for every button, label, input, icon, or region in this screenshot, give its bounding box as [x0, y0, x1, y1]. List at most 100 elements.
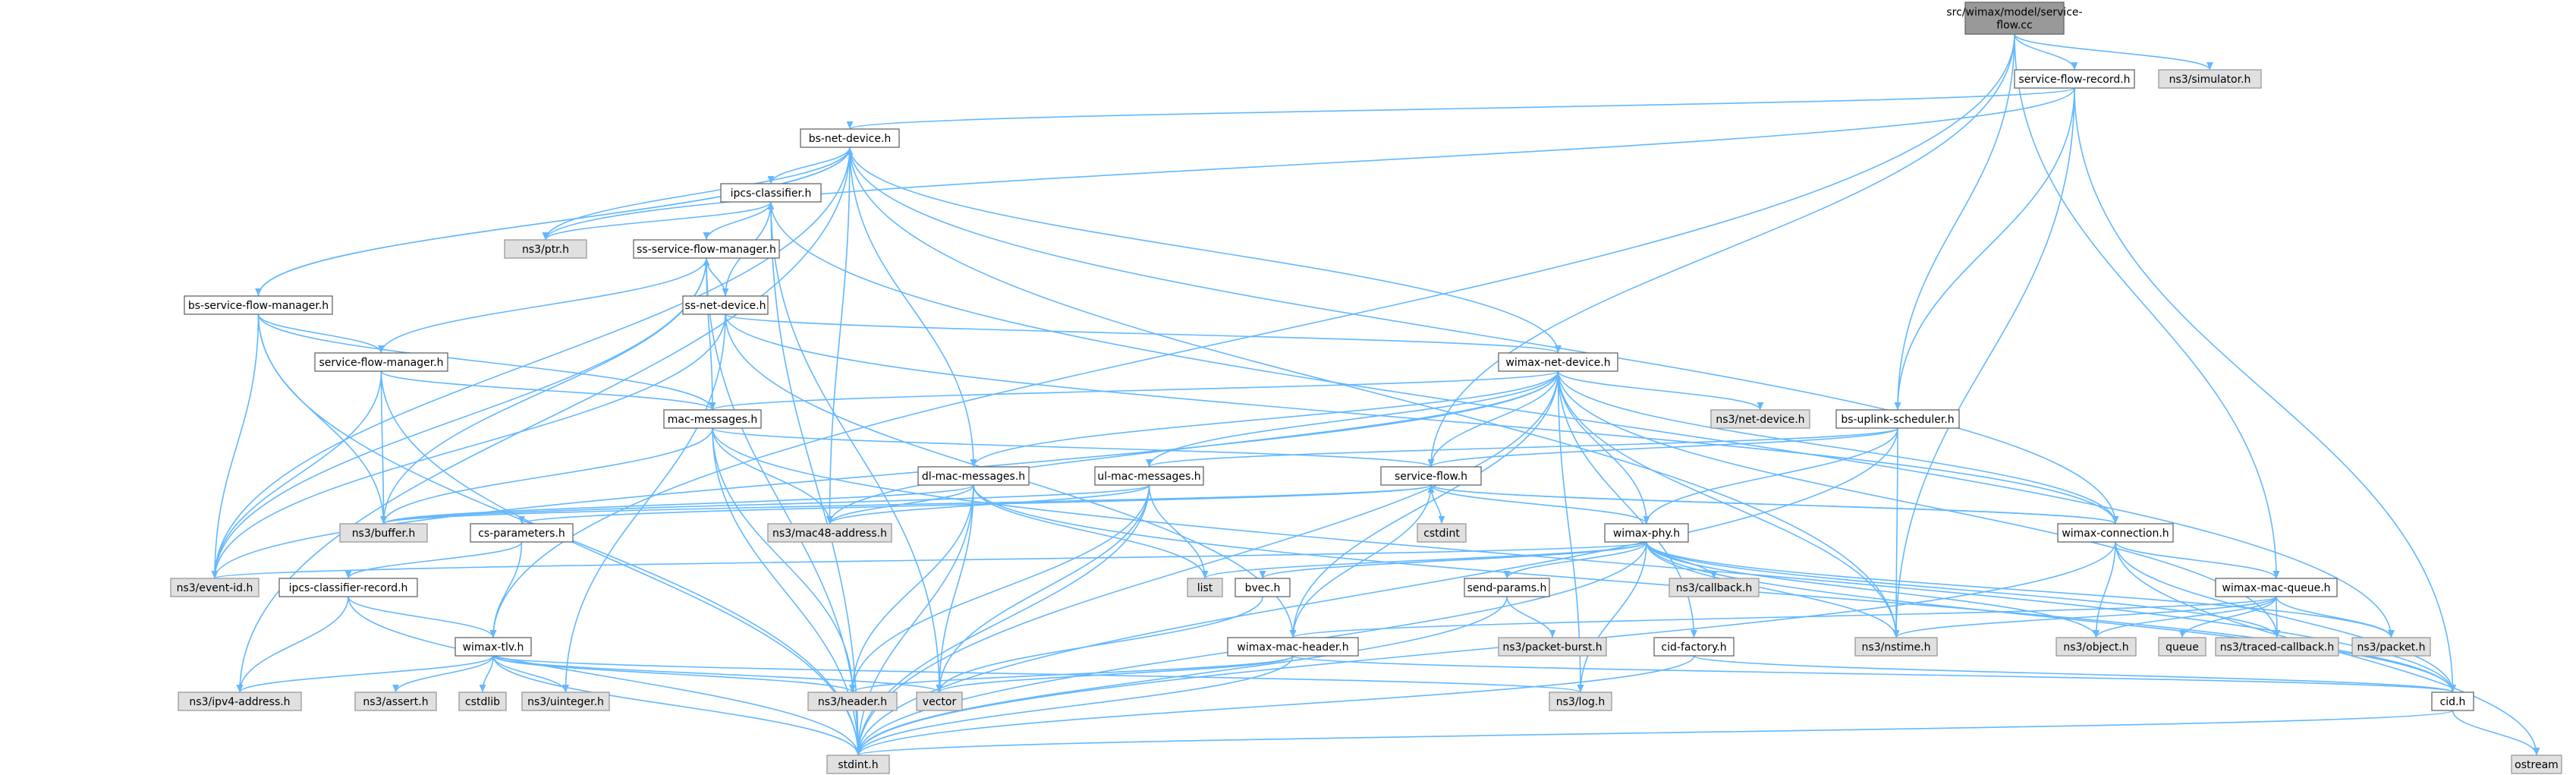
node-ipcs[interactable]: ipcs-classifier.h: [720, 183, 822, 203]
node-ulmac[interactable]: ul-mac-messages.h: [1094, 466, 1204, 486]
edge-sfm-to-buffer: [380, 370, 387, 525]
node-ssnet[interactable]: ss-net-device.h: [682, 295, 769, 315]
edge-macmsg-to-sflow: [712, 427, 1435, 468]
node-packet: ns3/packet.h: [2351, 637, 2431, 657]
edge-ipcsrec-to-ipv4: [236, 596, 349, 693]
node-wtlv[interactable]: wimax-tlv.h: [454, 637, 532, 657]
edge-root-to-wmq: [2014, 33, 2280, 579]
edge-wconn-to-stdint: [854, 541, 2116, 756]
edge-sflow-to-csparams: [518, 484, 1432, 525]
node-label-mac48: ns3/mac48-address.h: [772, 528, 887, 540]
node-box-stdint: [826, 755, 890, 774]
node-label-ssfm: ss-service-flow-manager.h: [637, 244, 776, 256]
edge-wconn-to-cid: [2115, 541, 2456, 693]
edge-wimaxnet-to-macmsg: [709, 370, 1559, 411]
edge-sfm-to-eventid: [211, 370, 382, 579]
node-label-sflow: service-flow.h: [1395, 471, 1467, 483]
node-label-sendparams: send-params.h: [1467, 582, 1547, 594]
node-box-dlmac: [917, 466, 1030, 486]
node-label-netdevice: ns3/net-device.h: [1716, 414, 1804, 426]
edge-wphy-to-bvec: [1259, 541, 1647, 579]
node-box-csparams: [470, 523, 574, 543]
node-sflow[interactable]: service-flow.h: [1380, 466, 1482, 486]
node-bsnet[interactable]: bs-net-device.h: [800, 128, 900, 148]
node-box-cid: [2431, 692, 2474, 711]
edge-ipcsrec-to-stdint: [348, 596, 862, 756]
node-simulator: ns3/simulator.h: [2158, 69, 2262, 89]
edge-wmh-to-stdint: [854, 655, 1294, 756]
edge-sendparams-to-packetburst: [1506, 596, 1556, 638]
edge-root-to-wtlv: [489, 33, 2015, 638]
node-label-wphy: wimax-phy.h: [1613, 528, 1680, 540]
node-wconn[interactable]: wimax-connection.h: [2057, 523, 2174, 543]
node-box-wphy: [1604, 523, 1689, 543]
node-label-wmh: wimax-mac-header.h: [1237, 641, 1348, 654]
edge-wmh-to-header: [849, 655, 1294, 693]
node-root[interactable]: src/wimax/model/service-flow.cc: [1946, 2, 2083, 35]
edge-macmsg-to-header: [712, 427, 856, 693]
node-box-buffer: [339, 523, 428, 543]
node-box-ostream: [2511, 755, 2562, 774]
edge-sfrecord-to-nstime: [1892, 87, 2075, 638]
node-bsups[interactable]: bs-uplink-scheduler.h: [1835, 409, 1960, 429]
node-wimaxnet[interactable]: wimax-net-device.h: [1498, 352, 1618, 372]
node-ssfm[interactable]: ss-service-flow-manager.h: [633, 239, 780, 259]
node-box-ptr: [504, 239, 587, 259]
edge-wimaxnet-to-wphy: [1557, 370, 1650, 525]
edge-bsfm-to-sfm: [257, 313, 385, 354]
node-box-ipcsrec: [278, 578, 418, 597]
node-sendparams[interactable]: send-params.h: [1464, 578, 1550, 597]
node-box-sfm: [314, 352, 448, 372]
node-cidfactory[interactable]: cid-factory.h: [1653, 637, 1735, 657]
node-box-cidfactory: [1653, 637, 1735, 657]
node-sfrecord[interactable]: service-flow-record.h: [2014, 69, 2135, 89]
node-label-ptr: ns3/ptr.h: [522, 244, 569, 256]
node-macmsg[interactable]: mac-messages.h: [663, 409, 762, 429]
edge-wphy-to-cid: [1646, 541, 2456, 693]
edge-wmq-to-nstime: [1892, 596, 2277, 638]
node-bvec[interactable]: bvec.h: [1235, 578, 1291, 597]
edge-root-to-bsups: [1894, 33, 2015, 411]
node-csparams[interactable]: cs-parameters.h: [470, 523, 574, 543]
edge-ssfm-to-sfm: [378, 257, 707, 354]
edge-wimaxnet-to-wmh: [1289, 370, 1559, 638]
node-box-queue: [2158, 637, 2206, 657]
node-box-log: [1549, 692, 1612, 711]
edge-ssnet-to-uinteger: [562, 313, 726, 693]
node-label-ipv4: ns3/ipv4-address.h: [189, 696, 290, 708]
edge-bvec-to-vector: [936, 596, 1263, 693]
node-label-vector: vector: [923, 696, 957, 708]
edge-ssnet-to-ssfm: [703, 257, 726, 297]
node-label-packet: ns3/packet.h: [2357, 641, 2426, 654]
edge-wtlv-to-cstdlib: [479, 655, 494, 693]
edge-wtlv-to-vector: [492, 655, 943, 693]
node-label-header: ns3/header.h: [818, 696, 887, 708]
node-dlmac[interactable]: dl-mac-messages.h: [917, 466, 1030, 486]
edge-wphy-to-nstime: [1646, 541, 1900, 638]
node-ipcsrec[interactable]: ipcs-classifier-record.h: [278, 578, 418, 597]
node-wmq[interactable]: wimax-mac-queue.h: [2215, 578, 2338, 597]
node-label-callback: ns3/callback.h: [1676, 582, 1752, 594]
edge-bsnet-to-wimaxnet: [849, 146, 1562, 354]
node-label-queue: queue: [2166, 641, 2199, 654]
node-eventid: ns3/event-id.h: [170, 578, 259, 597]
edge-bsups-to-ulmac: [1146, 427, 1898, 468]
node-nstime: ns3/nstime.h: [1854, 637, 1938, 657]
node-bsfm[interactable]: bs-service-flow-manager.h: [184, 295, 333, 315]
node-cid[interactable]: cid.h: [2431, 692, 2474, 711]
edge-ulmac-to-buffer: [380, 484, 1150, 525]
node-sfm[interactable]: service-flow-manager.h: [314, 352, 448, 372]
node-box-ssnet: [682, 295, 769, 315]
node-box-wconn: [2057, 523, 2174, 543]
node-box-cstdlib: [458, 692, 507, 711]
node-label-cstdlib: cstdlib: [465, 696, 500, 708]
edge-sfm-to-stdint: [380, 370, 862, 756]
node-box-ulmac: [1094, 466, 1204, 486]
edge-bsnet-to-ptr: [542, 146, 851, 241]
node-box-vector: [916, 692, 963, 711]
node-assert: ns3/assert.h: [354, 692, 437, 711]
node-wmh[interactable]: wimax-mac-header.h: [1227, 637, 1359, 657]
edge-bsups-to-wphy: [1643, 427, 1898, 525]
node-label-bsups: bs-uplink-scheduler.h: [1841, 414, 1954, 426]
node-wphy[interactable]: wimax-phy.h: [1604, 523, 1689, 543]
